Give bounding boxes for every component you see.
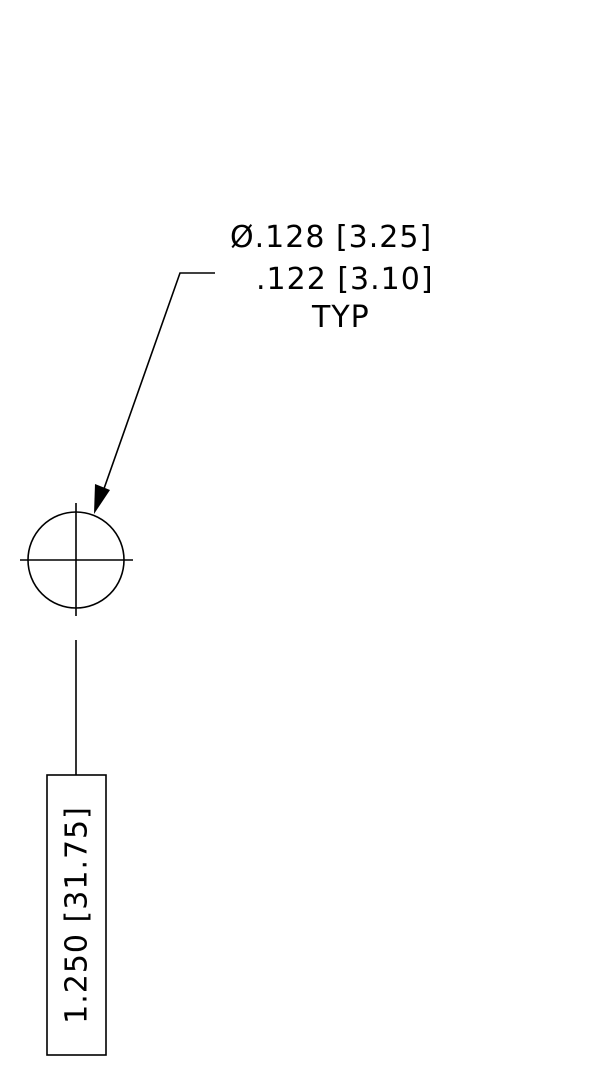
dimension-box [46,774,107,1056]
callout-typ: TYP [311,300,370,335]
leader-arrowhead [94,484,110,514]
dimension-value: 1.250 [31.75] [60,806,95,1024]
callout-diameter-max: Ø.128 [3.25] [230,220,432,255]
callout-diameter-min: .122 [3.10] [256,262,434,297]
leader-line [99,272,215,501]
